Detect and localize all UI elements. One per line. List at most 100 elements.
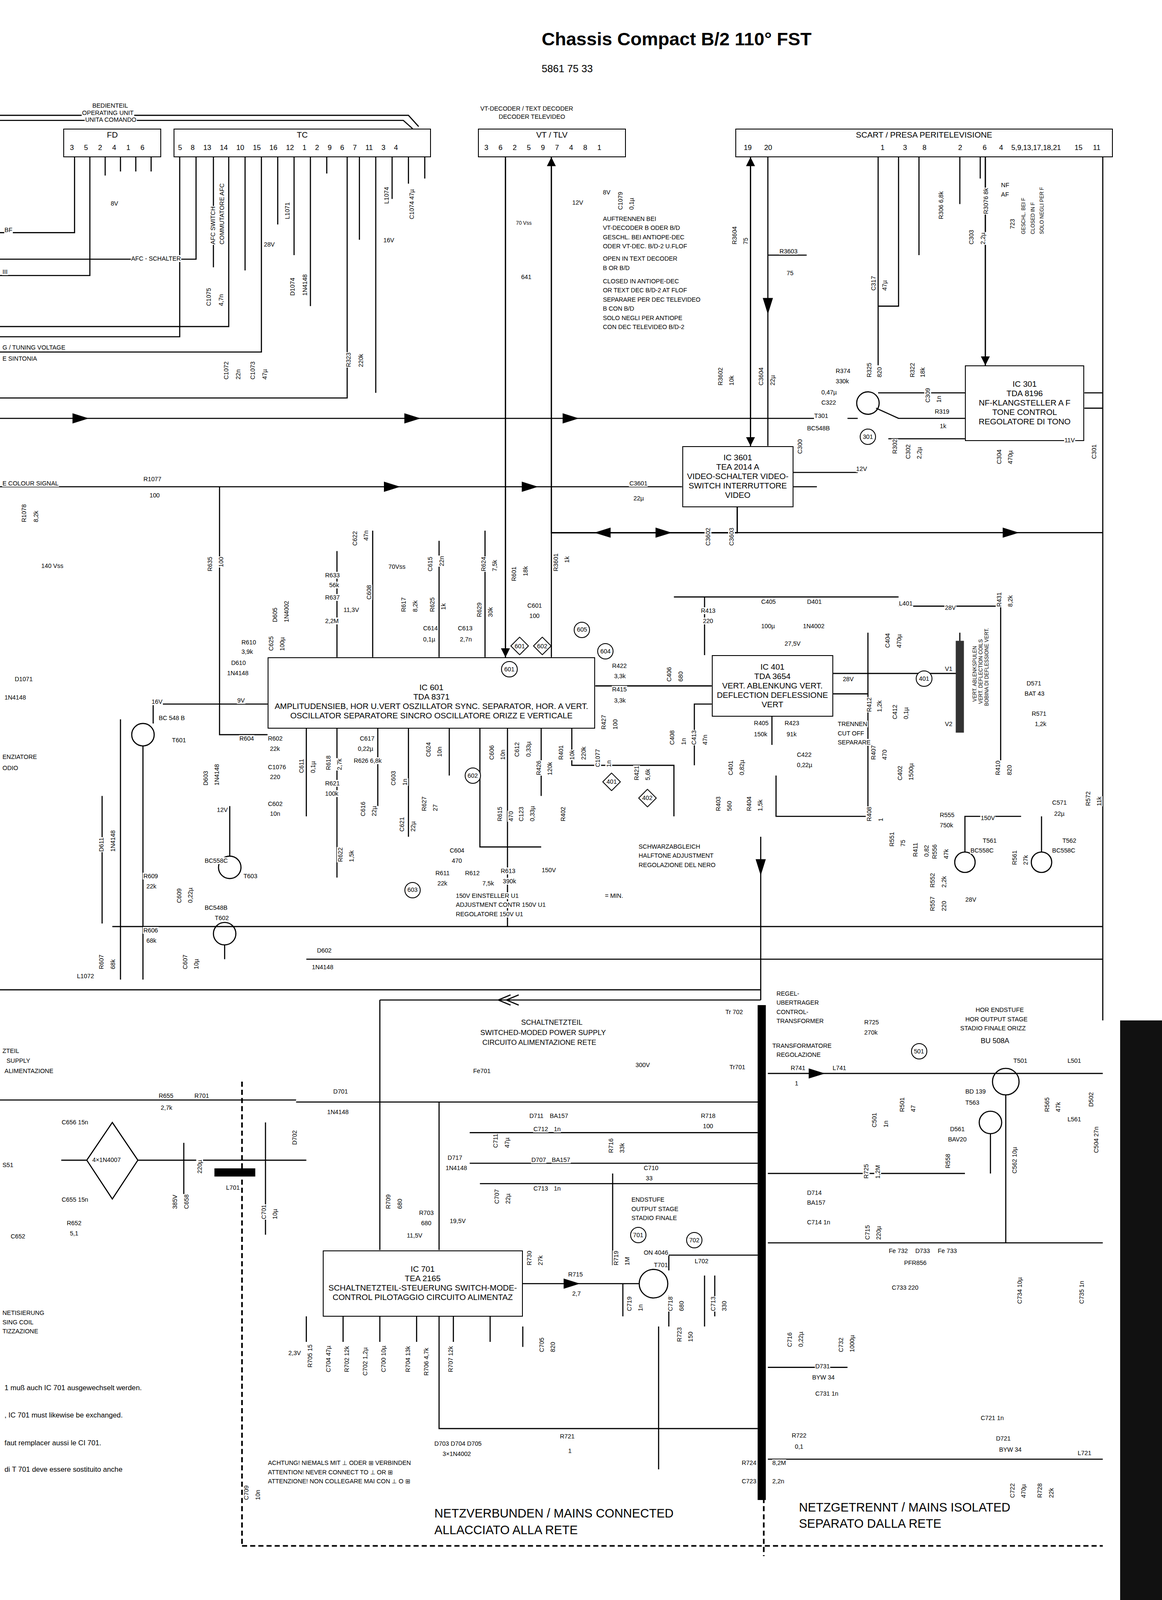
component-label: 75 — [786, 269, 794, 277]
component-label: NETZVERBUNDEN / MAINS CONNECTED — [433, 1507, 674, 1521]
component-label: R610 — [241, 639, 257, 646]
component-label: UBERTRAGER — [775, 999, 820, 1007]
component-label: SING COIL — [2, 1319, 34, 1327]
component-label: C718 — [666, 1296, 674, 1313]
signal-arrows — [72, 297, 1020, 1290]
component-label: R621 — [324, 780, 341, 788]
component-label: BAT 43 — [1024, 690, 1045, 698]
component-label: C614 — [422, 625, 439, 632]
component-label: C732 — [837, 1337, 845, 1353]
component-label: UNITA COMANDO — [84, 116, 137, 124]
component-label: 470µ — [895, 634, 903, 649]
component-label: C705 — [538, 1337, 546, 1353]
component-label: R633 — [324, 572, 341, 579]
component-label: 680 — [677, 671, 685, 683]
component-label: R403 — [714, 796, 722, 812]
component-label: SEPARARE PER DEC TELEVIDEO — [602, 296, 701, 304]
component-label: 16V — [383, 236, 395, 244]
component-label: C608 — [365, 584, 373, 601]
ic-block: IC 401TDA 3654VERT. ABLENKUNG VERT. DEFL… — [711, 655, 834, 717]
block-text: IC 401 — [760, 662, 785, 673]
component-label: AFC SWITCH — [209, 206, 217, 245]
component-label: R426 — [535, 760, 543, 776]
component-label: ACHTUNG! NIEMALS MIT ⊥ ODER ⊞ VERBINDEN — [267, 1459, 412, 1467]
component-label: 5,1 — [69, 1230, 79, 1238]
component-label: 1n — [401, 778, 409, 787]
component-label: R306 6,8k — [937, 190, 945, 220]
component-label: 10k — [728, 375, 735, 387]
component-label: L1074 — [383, 186, 390, 205]
component-label: 47µ — [261, 368, 269, 380]
test-point-number: 401 — [919, 675, 930, 683]
component-label: 220µ — [196, 1159, 204, 1175]
component-label: 1N4148 — [226, 669, 249, 677]
component-label: D401 — [806, 598, 823, 606]
component-label: C1076 — [267, 763, 287, 771]
page-edge-band — [1120, 1020, 1162, 1600]
component-label: 22µ — [633, 495, 645, 502]
component-label: 2,3V — [288, 1350, 302, 1357]
component-label: R718 — [700, 1112, 716, 1120]
component-label: 0,33µ — [524, 741, 532, 758]
component-label: R627 — [420, 796, 428, 812]
component-label: R561 — [1011, 850, 1018, 866]
component-label: 1k — [439, 603, 447, 611]
component-label: C606 — [488, 745, 496, 761]
component-label: C3601 — [628, 480, 648, 487]
component-label: 470µ — [1020, 1484, 1027, 1499]
component-label: R615 — [496, 806, 504, 823]
component-label: 1 — [567, 1448, 573, 1455]
ic-block: IC 3601TEA 2014 AVIDEO-SCHALTER VIDEO-SW… — [682, 446, 794, 508]
component-label: D602 — [316, 947, 332, 955]
component-label: 19,5V — [449, 1218, 466, 1225]
component-label: 70 Vss — [515, 220, 532, 227]
test-point-diamond: 601 — [510, 637, 529, 656]
component-label: L721 — [1077, 1450, 1092, 1457]
component-label: 2,7k — [336, 758, 343, 771]
component-label: R635 — [206, 556, 214, 572]
component-label: 150V — [980, 814, 996, 822]
component-label: ODIO — [2, 764, 19, 772]
component-label: 70Vss — [388, 563, 407, 571]
component-label: BU 508A — [980, 1037, 1010, 1046]
component-label: C621 — [398, 816, 406, 832]
component-label: 0,82 — [923, 844, 930, 858]
component-label: SEPARARE — [837, 739, 872, 747]
component-label: SWITCHED-MODED POWER SUPPLY — [480, 1029, 607, 1038]
component-label: 22µ — [504, 1193, 512, 1205]
component-label: C625 — [267, 636, 275, 652]
component-label: T562 — [1061, 837, 1077, 845]
test-point-number: 701 — [633, 1232, 644, 1239]
component-label: 0,1µ — [902, 707, 910, 720]
component-label: C300 — [796, 439, 804, 455]
component-label: D731 — [814, 1363, 831, 1371]
block-text: VERT. ABLENKUNG VERT. DEFLECTION DEFLESS… — [715, 681, 830, 710]
component-label: VT-DECODER / TEXT DECODER — [480, 105, 574, 113]
component-label: 1N4002 — [283, 600, 290, 623]
component-label: 2,2k — [940, 875, 948, 889]
component-label: 22k — [436, 880, 448, 888]
component-label: ENDSTUFE — [631, 1196, 665, 1204]
component-label: 120k — [546, 761, 554, 776]
test-point-number: 501 — [914, 1048, 925, 1056]
component-label: 2,2µ — [979, 232, 987, 245]
component-label: R723 — [675, 1327, 683, 1343]
component-label: C602 — [267, 800, 284, 808]
component-label: R421 — [633, 765, 640, 782]
component-label: C309 — [924, 387, 932, 404]
component-label: V1 — [944, 665, 953, 673]
component-label: D1071 — [14, 675, 33, 683]
component-label: R565 — [1043, 1097, 1051, 1113]
block-text: VT / TLV — [536, 130, 568, 140]
test-point-number: 603 — [407, 886, 418, 894]
component-label: C713 — [709, 1296, 717, 1313]
component-label: T501 — [1012, 1057, 1028, 1065]
block-text: TC — [296, 130, 308, 140]
block-text: TEA 2014 A — [716, 462, 760, 472]
component-label: R715 — [567, 1271, 584, 1279]
component-label: 220µ — [875, 1226, 882, 1241]
connector-strip: FD — [63, 128, 162, 158]
component-label: Fe 732 — [888, 1247, 909, 1255]
component-label: R601 — [510, 566, 518, 582]
component-label: C700 10µ — [380, 1345, 387, 1374]
